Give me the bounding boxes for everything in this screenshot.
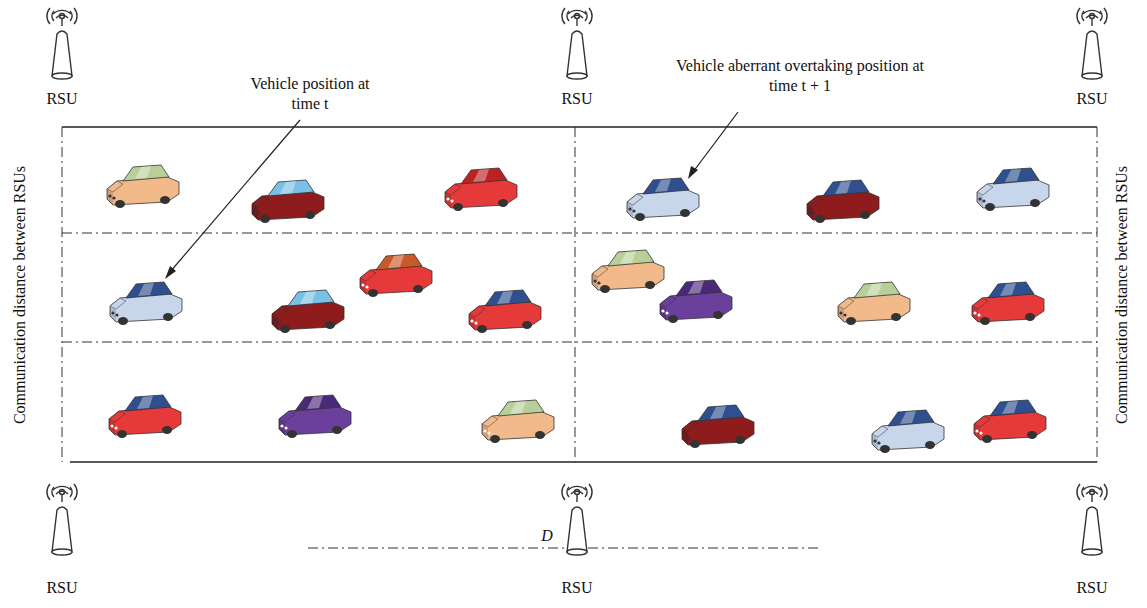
side-label: Communication distance between RSUs: [1112, 130, 1132, 460]
callout-text: Vehicle aberrant overtaking position at …: [666, 56, 934, 96]
rsu-label: RSU: [547, 578, 607, 598]
rsu-label: RSU: [1062, 89, 1122, 109]
rsu-label: RSU: [547, 89, 607, 109]
rsu-label: RSU: [32, 578, 92, 598]
callout-text: Vehicle position at time t: [246, 74, 374, 114]
side-label: Communication distance between RSUs: [10, 130, 30, 460]
rsu-label: RSU: [32, 89, 92, 109]
rsu-label: RSU: [1062, 578, 1122, 598]
distance-label: D: [532, 526, 562, 546]
